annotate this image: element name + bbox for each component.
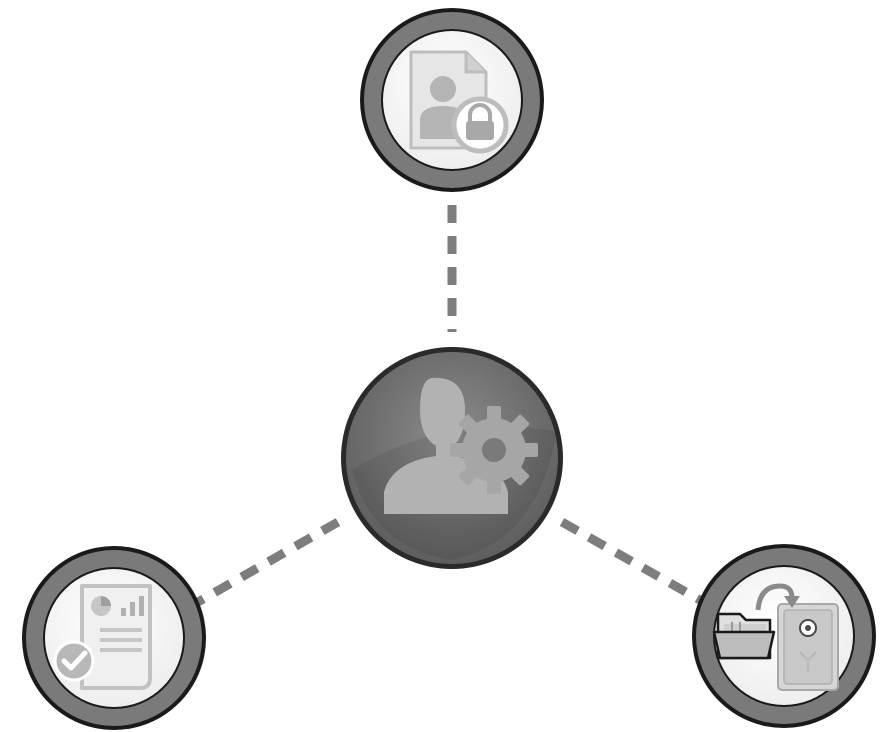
approved-report-icon: [53, 584, 152, 690]
connector-bottom-right: [559, 518, 703, 604]
bottom-right-node[interactable]: [692, 544, 876, 728]
user-settings-icon: [384, 377, 538, 514]
bottom-left-node[interactable]: [22, 546, 206, 730]
secure-user-document-icon: [409, 50, 509, 154]
top-node[interactable]: [360, 8, 544, 192]
connector-bottom-left: [195, 518, 341, 606]
center-node[interactable]: [341, 347, 563, 569]
archive-to-safe-icon: [712, 583, 839, 691]
